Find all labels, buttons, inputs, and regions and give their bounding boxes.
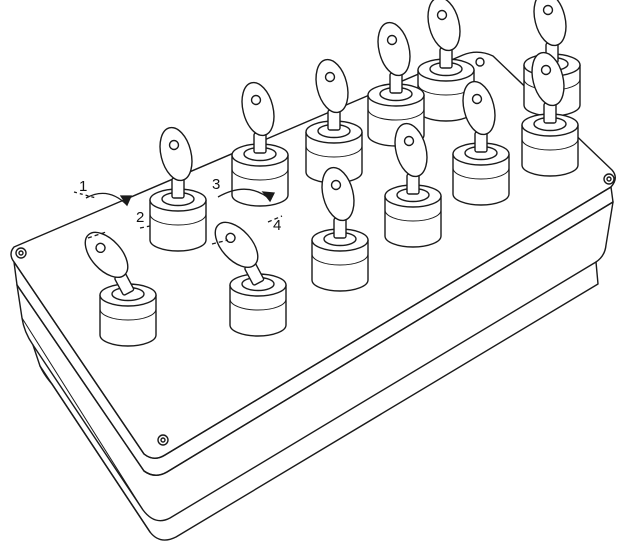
key-switch [231,81,289,207]
key-switch [452,80,510,206]
step-label-4: 4 [273,217,281,234]
screw-left [15,247,27,259]
key-hole [386,34,398,46]
key-blade [474,131,488,153]
screw-front [157,434,169,446]
switch-ring [229,298,287,311]
rotation-indicators [73,188,283,245]
lid-seam [16,201,614,476]
key-hole [95,242,106,254]
key-bow [315,58,349,114]
rotation-arrow-right [211,188,283,245]
box-base-line [39,365,151,533]
key-blade [389,72,403,94]
box-body [16,201,614,522]
key-hole [542,4,554,16]
key-blade [543,102,557,124]
switch-ring [521,138,579,151]
key-blade [253,132,267,154]
key-switch [417,0,475,122]
key-switch [521,51,579,177]
key-blade [327,109,341,131]
key-hole [324,71,336,83]
key-hole [540,64,552,76]
key-bow [462,80,496,136]
key-bow [533,0,567,47]
key-bow [377,21,411,77]
step-label-2: 2 [136,209,144,226]
key-icon [241,81,275,154]
key-switch [84,231,157,347]
key-bow [214,221,259,268]
key-switch [305,58,363,184]
step-label-3: 3 [212,176,220,193]
key-blade [333,217,347,239]
key-icon [315,58,349,131]
key-switches [84,0,581,347]
rotation-arrow-left [73,191,151,239]
screw-back [475,57,485,67]
key-switch [384,122,442,248]
key-icon [531,51,565,124]
key-icon [394,122,428,195]
key-icon [533,0,567,64]
switch-ring [305,145,363,158]
key-bow [241,81,275,137]
key-icon [214,221,265,286]
key-icon [462,80,496,153]
switch-ring [99,308,157,321]
key-blade [171,177,185,199]
key-blade [439,47,453,69]
key-bow [321,166,355,222]
key-hole [330,179,342,191]
key-icon [84,231,135,296]
key-bow [159,126,193,182]
switch-ring [231,168,289,181]
key-hole [471,93,483,105]
key-bow [84,231,129,278]
key-blade [406,173,420,195]
screw-right [603,173,615,185]
key-hole [436,9,448,21]
switch-ring [384,209,442,222]
switch-ring [149,213,207,226]
key-bow [394,122,428,178]
step-label-1: 1 [79,178,87,195]
switch-ring [367,108,425,121]
key-switch [149,126,207,252]
key-icon [159,126,193,199]
key-hole [250,94,262,106]
key-icon [321,166,355,239]
key-switch [214,221,287,337]
key-hole [403,135,415,147]
key-bow [427,0,461,52]
key-icon [427,0,461,69]
switch-ring [452,167,510,180]
key-icon [377,21,411,94]
switch-ring [311,253,369,266]
key-hole [168,139,180,151]
corner-screws [15,57,615,446]
key-bow [531,51,565,107]
key-switch [311,166,369,292]
